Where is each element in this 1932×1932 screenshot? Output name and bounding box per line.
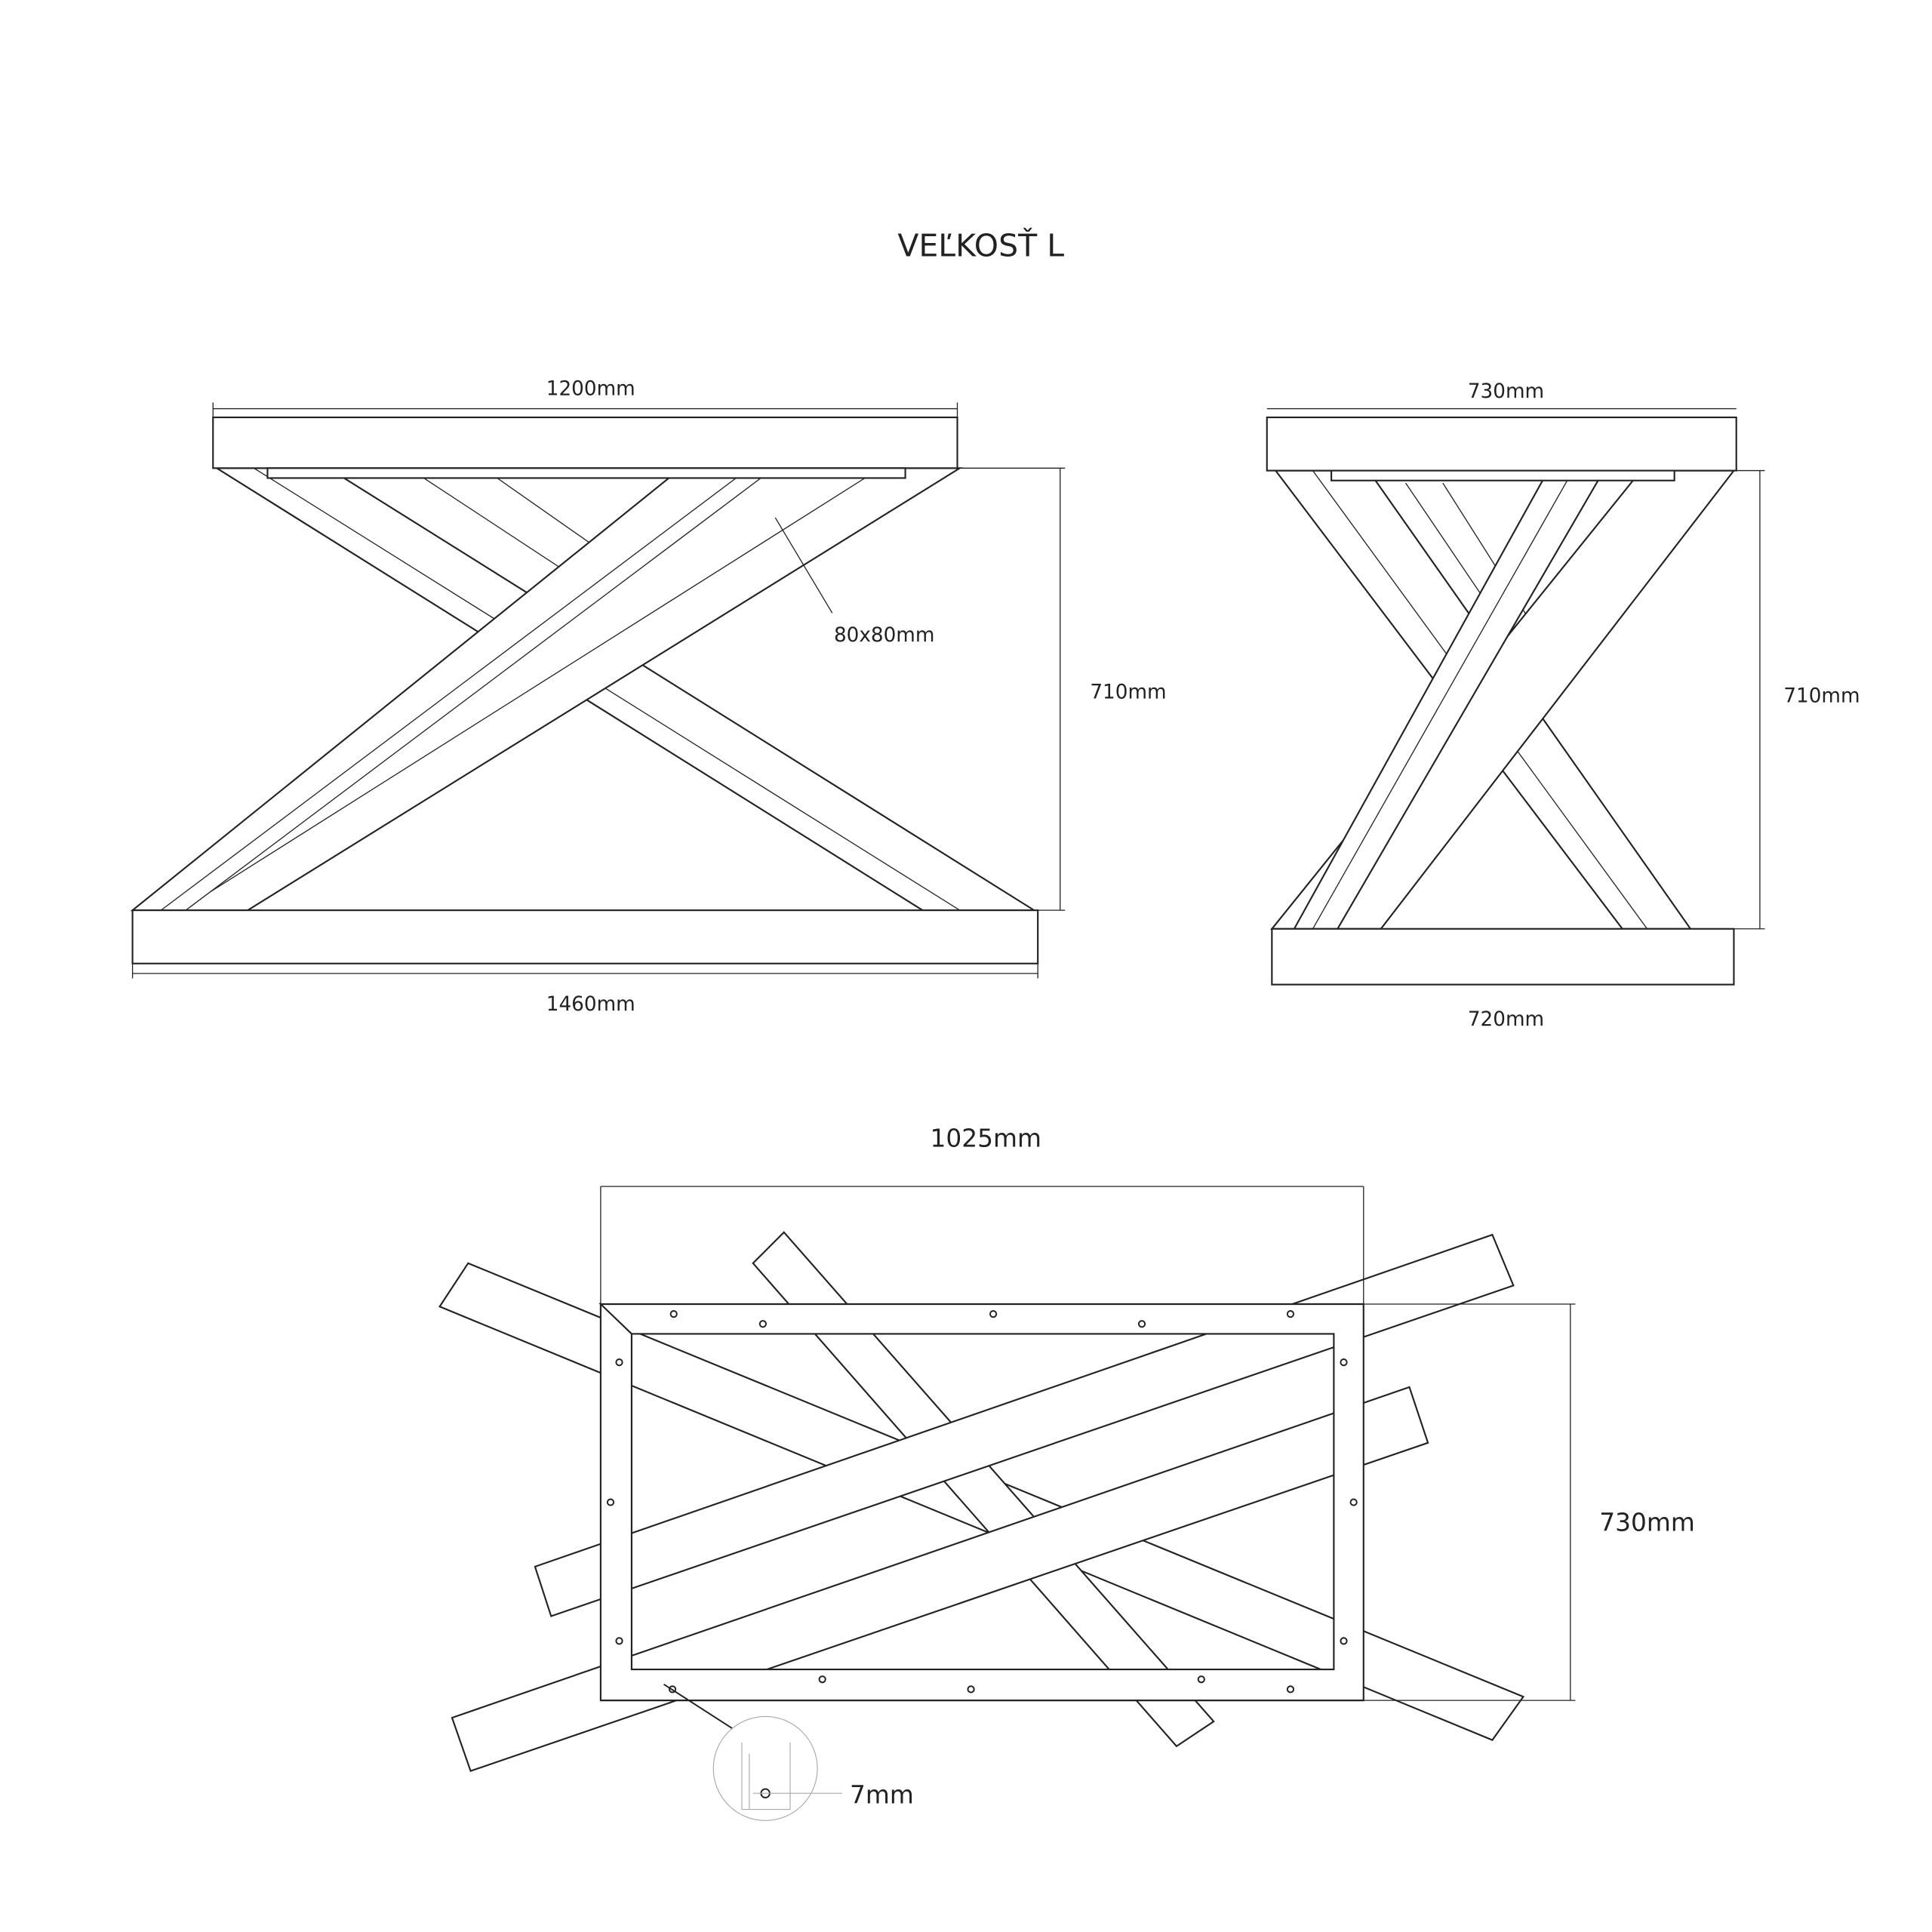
side-height: 710mm xyxy=(1783,685,1860,707)
side-view: 730mm 710mm 720mm xyxy=(1266,380,1860,1031)
front-top-plate xyxy=(212,416,958,469)
mount-holes xyxy=(606,1310,1358,1694)
front-bottom-plate xyxy=(131,909,1039,964)
profile-leader xyxy=(774,517,833,614)
side-bottom-plate xyxy=(1271,928,1735,986)
hole-diameter-label: 7mm xyxy=(850,1780,914,1809)
side-top-width: 730mm xyxy=(1468,380,1544,403)
front-top-width: 1200mm xyxy=(546,377,635,400)
top-frame-depth: 730mm xyxy=(1599,1508,1695,1537)
front-mount-bar xyxy=(266,467,906,479)
front-legs xyxy=(130,467,1037,912)
hole-detail xyxy=(712,1715,842,1821)
side-top-plate xyxy=(1266,416,1737,472)
front-bottom-width: 1460mm xyxy=(546,993,635,1016)
front-view: 80x80mm 1200mm 710mm 1460mm xyxy=(130,377,1167,1016)
front-profile-label: 80x80mm xyxy=(834,624,934,647)
side-legs xyxy=(1270,469,1736,930)
detail-leader xyxy=(663,1683,737,1732)
side-bottom-width: 720mm xyxy=(1468,1008,1544,1031)
top-view: 1025mm 730mm 7mm xyxy=(438,1124,1695,1821)
top-frame-width: 1025mm xyxy=(931,1124,1041,1153)
side-mount-bar xyxy=(1331,469,1675,481)
top-frame xyxy=(598,1302,1364,1702)
front-height: 710mm xyxy=(1090,681,1166,704)
title: VEĽKOSŤ L xyxy=(897,228,1064,264)
